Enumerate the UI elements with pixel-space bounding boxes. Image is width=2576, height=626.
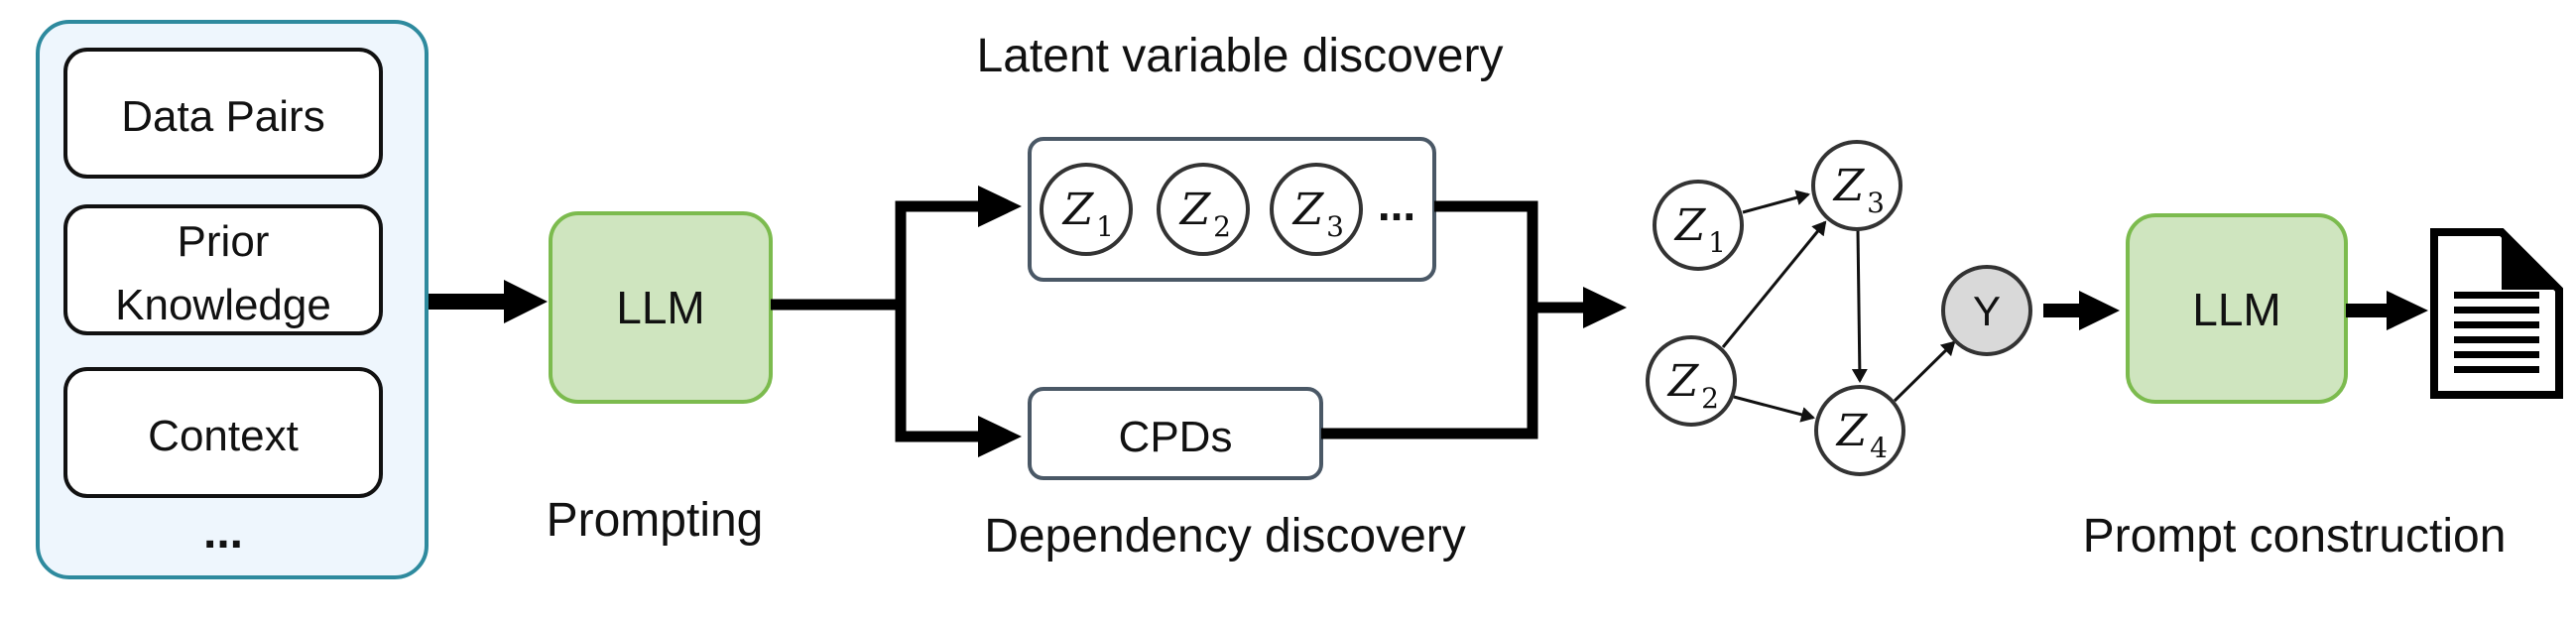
prior-knowledge-label-line1: Prior [178,217,270,266]
edge-z2-z4 [1733,395,1815,423]
llm-box-left: LLM [549,211,773,404]
data-pairs-box: Data Pairs [63,48,383,179]
dependency-discovery-caption: Dependency discovery [984,510,1466,563]
edge-z3-z4 [1851,229,1868,383]
latent-variable-discovery-title: Latent variable discovery [977,30,1504,82]
graph-node-z2: Z 2 [1646,335,1737,427]
arrow-merge-to-graph [1321,200,1627,439]
llm-box-right: LLM [2126,213,2348,404]
document-icon [2430,228,2563,399]
svg-text:4: 4 [1870,432,1888,464]
latent-node-z3: Z 3 [1270,163,1363,256]
prompt-construction-caption: Prompt construction [2083,510,2507,563]
data-pairs-label: Data Pairs [121,92,324,141]
graph-node-z1: Z 1 [1653,180,1744,271]
graph-node-z3: Z 3 [1811,140,1902,231]
graph-node-z4: Z 4 [1814,385,1905,476]
edge-z4-y [1893,340,1956,403]
prompting-caption: Prompting [547,494,764,547]
svg-text:3: 3 [1867,187,1885,219]
input-panel: Data Pairs Prior Knowledge Context ... [36,20,429,579]
svg-text:1: 1 [1708,226,1726,259]
svg-text:Z: Z [1061,185,1095,235]
inputs-more-ellipsis: ... [203,506,243,559]
arrow-llm-to-document [2346,291,2428,330]
llm-right-label: LLM [2192,284,2280,335]
graph-node-y: Y [1941,265,2032,356]
arrow-y-to-llm [2043,291,2120,330]
svg-text:3: 3 [1326,210,1344,243]
latent-node-z2: Z 2 [1157,163,1250,256]
svg-text:2: 2 [1701,382,1719,415]
cpds-box: CPDs [1028,387,1323,480]
context-label: Context [148,412,299,460]
prior-knowledge-label-line2: Knowledge [115,281,331,329]
svg-text:Y: Y [1973,288,2001,334]
svg-text:1: 1 [1096,210,1114,243]
svg-text:Z: Z [1835,406,1869,456]
context-box: Context [63,367,383,498]
latent-node-z1: Z 1 [1040,163,1133,256]
arrow-inputs-to-llm [429,280,548,323]
svg-text:Z: Z [1178,185,1212,235]
svg-text:Z: Z [1832,161,1866,211]
arrow-llm-branch [771,186,1022,457]
svg-text:Z: Z [1666,356,1700,407]
latent-more-ellipsis: ... [1378,179,1415,230]
svg-text:Z: Z [1673,200,1707,251]
svg-text:Z: Z [1291,185,1325,235]
causal-graph: Z 1 Z 3 Z 2 Z 4 Y [1646,140,2032,476]
edge-z1-z3 [1742,189,1810,214]
prior-knowledge-box: Prior Knowledge [63,204,383,335]
cpds-label: CPDs [1119,413,1233,461]
latent-variables-box: Z 1 Z 2 Z 3 ... [1028,137,1436,282]
edge-z2-z3 [1721,220,1827,348]
svg-text:2: 2 [1213,210,1231,243]
llm-left-label: LLM [616,282,704,333]
